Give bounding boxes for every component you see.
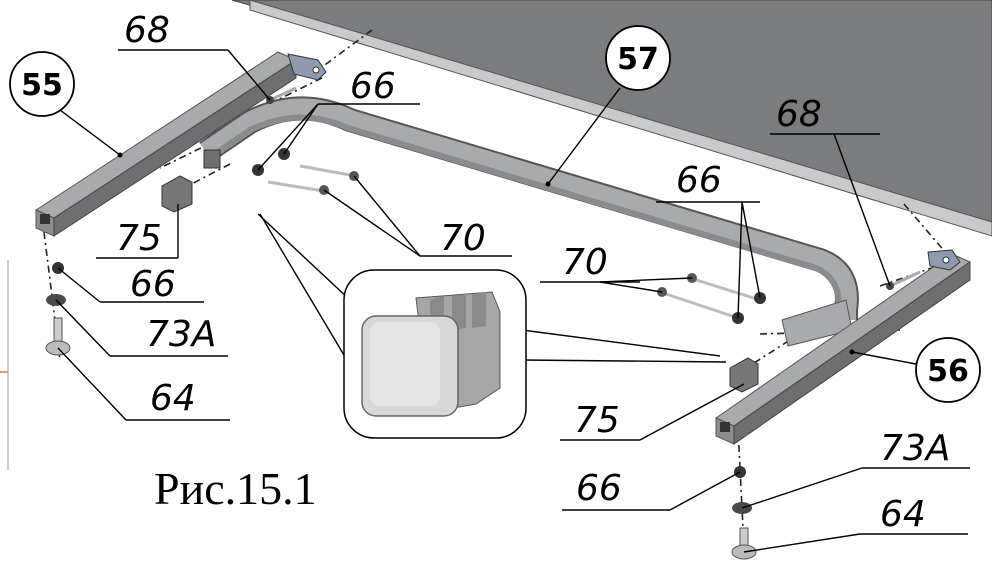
ref-66-top-label: 66 bbox=[350, 66, 396, 107]
ref-64-right-label: 64 bbox=[880, 494, 926, 535]
ref-70-top: 70 bbox=[323, 175, 512, 259]
callout-57: 57 bbox=[547, 25, 671, 185]
ref-73a-right-label: 73А bbox=[880, 428, 950, 469]
tube-57 bbox=[199, 96, 859, 347]
callout-56: 56 bbox=[851, 337, 981, 403]
ref-73a-left: 73А bbox=[55, 299, 228, 357]
rail-55 bbox=[34, 51, 298, 237]
callout-56-label: 56 bbox=[927, 354, 969, 389]
ref-73a-left-label: 73А bbox=[146, 314, 216, 355]
callout-57-label: 57 bbox=[617, 42, 659, 77]
ref-68-left: 68 bbox=[118, 10, 271, 101]
ref-66-left-label: 66 bbox=[130, 264, 176, 305]
callout-55: 55 bbox=[9, 51, 121, 156]
ref-64-left-label: 64 bbox=[150, 378, 196, 419]
feet bbox=[45, 294, 757, 560]
rail-56 bbox=[714, 253, 972, 445]
end-caps bbox=[161, 175, 759, 393]
bracket-right bbox=[927, 249, 961, 271]
ref-66-bottom-label: 66 bbox=[576, 468, 622, 509]
ref-66-right-label: 66 bbox=[676, 160, 722, 201]
endcap-zoom-inset bbox=[257, 213, 727, 439]
ref-73a-right: 73А bbox=[741, 428, 970, 509]
ref-68-right: 68 bbox=[770, 94, 891, 287]
bracket-left bbox=[287, 53, 327, 81]
ref-75-left: 75 bbox=[96, 204, 179, 259]
ref-64-left: 64 bbox=[57, 347, 230, 421]
ref-75-right-label: 75 bbox=[574, 400, 620, 441]
figure-caption: Рис.15.1 bbox=[154, 463, 317, 514]
ref-66-top: 66 bbox=[257, 66, 420, 171]
ref-66-bottom: 66 bbox=[562, 468, 741, 511]
ref-68-right-label: 68 bbox=[776, 94, 822, 135]
ref-66-left: 66 bbox=[57, 264, 204, 305]
table-panel bbox=[231, 0, 992, 237]
ref-75-left-label: 75 bbox=[116, 218, 162, 259]
callout-55-label: 55 bbox=[21, 68, 63, 103]
ref-68-left-label: 68 bbox=[124, 10, 170, 51]
ref-66-right: 66 bbox=[656, 160, 761, 319]
ref-70-top-label: 70 bbox=[440, 218, 486, 259]
ref-70-right-label: 70 bbox=[562, 242, 608, 283]
ref-75-right: 75 bbox=[560, 383, 745, 441]
ref-64-right: 64 bbox=[743, 494, 968, 553]
ref-70-right: 70 bbox=[540, 242, 693, 293]
